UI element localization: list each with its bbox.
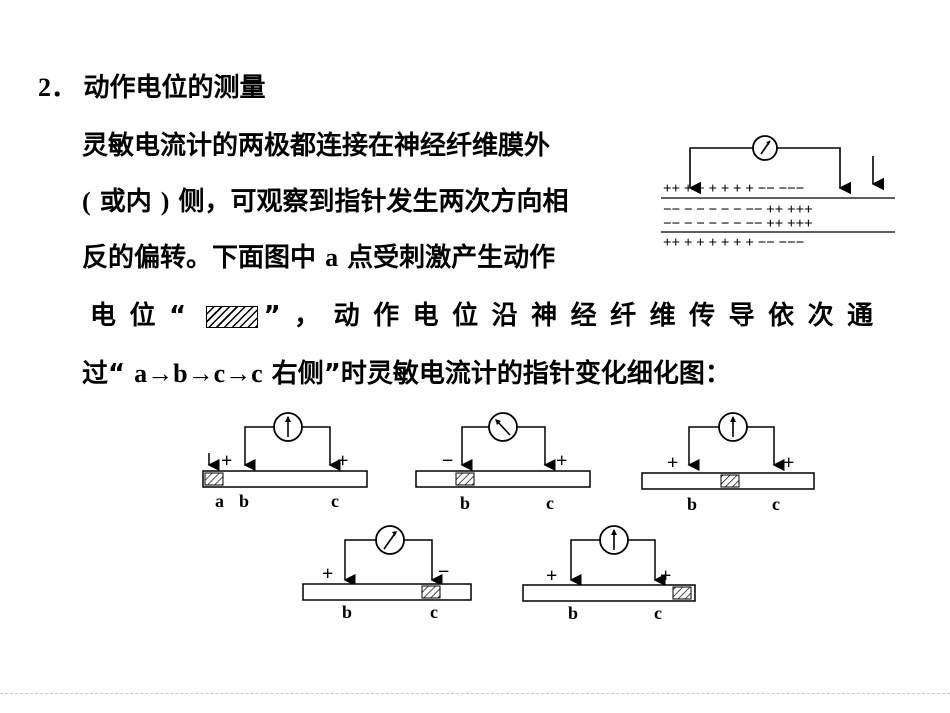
label-b: b <box>568 603 578 623</box>
label-c: c <box>654 603 662 623</box>
diagram-3: + + b c <box>641 412 815 514</box>
paragraph-line-3: 反的偏转。下面图中 a 点受刺激产生动作 <box>82 242 555 274</box>
label-b: b <box>460 493 470 513</box>
paragraph-line-4-b: ”，动作电位沿神经纤维传导依次通 <box>263 301 887 331</box>
galvanometer-icon <box>752 135 778 161</box>
paragraph-line-4-a: 电位“ <box>90 301 200 331</box>
paragraph-line-1: 灵敏电流计的两极都连接在神经纤维膜外 <box>82 131 551 161</box>
right-sign: + <box>783 452 794 474</box>
galvanometer-icon <box>599 525 629 555</box>
right-sign: + <box>556 450 567 472</box>
paren-open: ( <box>82 187 91 216</box>
action-potential-region <box>421 585 441 599</box>
paragraph-line-5-b: 右侧”时灵敏电流计的指针变化细化图： <box>262 359 731 389</box>
top-fiber-figure: ++ + + + + + + −− −−− −− − − − − − −− ++… <box>661 135 895 251</box>
left-sign: + <box>546 565 557 587</box>
action-potential-region <box>672 586 692 600</box>
right-sign: + <box>660 565 671 587</box>
label-c: c <box>772 494 780 514</box>
paragraph-line-4: 电位“ ”，动作电位沿神经纤维传导依次通 <box>90 300 887 332</box>
action-potential-region <box>204 472 224 486</box>
galvanometer-icon <box>488 412 518 442</box>
diagram-4: + − b c <box>302 525 472 622</box>
paragraph-line-5: 过“ a→b→c→c 右侧”时灵敏电流计的指针变化细化图： <box>82 358 731 390</box>
membrane-row-4: ++ + + + + + + −− −−− <box>663 235 804 251</box>
label-a: a <box>215 491 224 511</box>
paren-close: ) <box>160 187 170 216</box>
label-c: c <box>331 491 339 511</box>
section-heading: 2． 动作电位的测量 <box>38 72 266 104</box>
footer-divider <box>0 693 950 694</box>
label-b: b <box>342 602 352 622</box>
right-sign: + <box>337 450 348 472</box>
paragraph-line-2-rest: 侧，可观察到指针发生两次方向相 <box>169 187 569 217</box>
diagram-5: + + b c <box>522 525 696 623</box>
left-sign: + <box>667 452 678 474</box>
label-b: b <box>239 491 249 511</box>
right-sign: − <box>438 561 449 583</box>
paragraph-line-3-b: 点受刺激产生动作 <box>338 243 556 273</box>
membrane-row-3: −− − − − − − −− ++ +++ <box>663 216 813 232</box>
paragraph-line-3-a: 反的偏转。下面图中 <box>82 243 326 273</box>
heading-number: 2． <box>38 73 78 102</box>
diagram-1: + + a b c <box>202 412 368 511</box>
left-sign: − <box>442 450 453 472</box>
paragraph-line-5-a: 过“ <box>82 359 135 389</box>
label-b: b <box>687 494 697 514</box>
membrane-row-1: ++ + + + + + + −− −−− <box>663 181 804 197</box>
galvanometer-icon <box>718 412 748 442</box>
action-potential-region <box>455 472 475 486</box>
point-a-label: a <box>325 243 339 272</box>
label-c: c <box>430 602 438 622</box>
left-sign: + <box>221 450 232 472</box>
left-sign: + <box>322 563 333 585</box>
conduction-sequence: a→b→c→c <box>134 359 263 388</box>
membrane-row-2: −− − − − − − −− ++ +++ <box>663 202 813 218</box>
action-potential-region <box>720 474 740 488</box>
diagram-2: − + b c <box>415 412 591 513</box>
paragraph-line-2-mid: 或内 <box>90 187 161 217</box>
action-potential-hatch-icon <box>205 305 258 328</box>
paragraph-line-2: ( 或内 ) 侧，可观察到指针发生两次方向相 <box>82 186 569 218</box>
galvanometer-icon <box>273 412 303 442</box>
heading-title: 动作电位的测量 <box>83 73 266 103</box>
galvanometer-icon <box>375 525 405 555</box>
label-c: c <box>546 493 554 513</box>
